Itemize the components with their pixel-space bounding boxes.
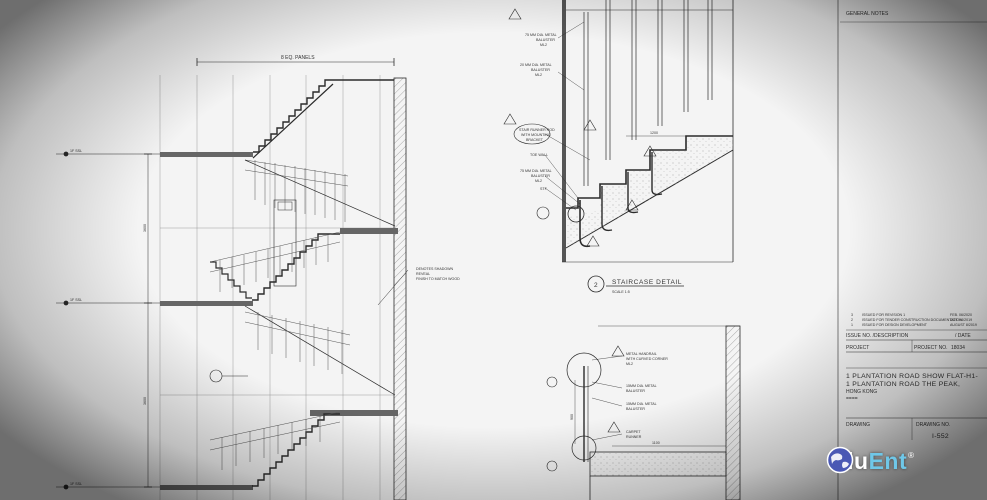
svg-text:75 MM DIA. METAL: 75 MM DIA. METAL <box>520 169 552 173</box>
svg-text:15MM DIA. METAL: 15MM DIA. METAL <box>626 384 657 388</box>
detail-dim: 1200 <box>650 131 658 135</box>
brand-registered-mark: ® <box>908 450 915 460</box>
svg-text:DENOTES SHADOWN: DENOTES SHADOWN <box>416 267 454 271</box>
svg-text:TOE WALL: TOE WALL <box>530 153 548 157</box>
drawing-no-label: DRAWING NO. <box>916 422 950 428</box>
svg-text:1: 1 <box>851 323 853 327</box>
svg-text:2: 2 <box>851 318 853 322</box>
svg-text:BRACKET: BRACKET <box>526 138 544 142</box>
handrail-dim-a: 1100 <box>652 441 660 445</box>
svg-text:15MM DIA. METAL: 15MM DIA. METAL <box>626 402 657 406</box>
svg-text:ML2: ML2 <box>540 43 547 47</box>
level-label-c: 1F SSL <box>70 482 82 486</box>
project-label: PROJECT <box>846 345 869 351</box>
svg-text:CARPET: CARPET <box>626 430 641 434</box>
svg-text:WITH MOUNTING: WITH MOUNTING <box>521 133 551 137</box>
svg-text:FEB. 06/2020: FEB. 06/2020 <box>950 313 972 317</box>
svg-text:ISSUED FOR TENDER CONSTRUCTION: ISSUED FOR TENDER CONSTRUCTION DOCUMENTA… <box>862 318 962 322</box>
svg-text:STF: STF <box>540 187 548 191</box>
stair-railing-c <box>244 311 351 374</box>
project-no: 18034 <box>951 345 965 351</box>
svg-text:BALUSTER: BALUSTER <box>531 68 550 72</box>
address-line-3: HONG KONG <box>846 389 877 395</box>
staircase-detail <box>503 0 734 293</box>
svg-text:BALUSTER: BALUSTER <box>626 407 645 411</box>
svg-text:OCT. 04/2019: OCT. 04/2019 <box>950 318 972 322</box>
concrete-fill <box>600 136 733 230</box>
stair-railing-b <box>209 231 341 292</box>
dim-top-label: 8 EQ. PANELS <box>281 55 315 61</box>
svg-text:ISSUED FOR DESIGN DEVELOPMENT: ISSUED FOR DESIGN DEVELOPMENT <box>862 323 928 327</box>
detail-scale: SCALE 1:5 <box>612 290 630 294</box>
svg-text:ML2: ML2 <box>626 362 633 366</box>
floor-slabs <box>160 152 398 490</box>
level-label-b: 1F SSL <box>70 298 82 302</box>
stair-flight-top <box>253 79 394 153</box>
right-wall <box>393 77 407 500</box>
general-notes-heading: GENERAL NOTES <box>846 11 889 17</box>
section-marker <box>209 369 223 383</box>
svg-text:AUGUST 8/2019: AUGUST 8/2019 <box>950 323 977 327</box>
date-label: / DATE <box>955 333 971 339</box>
svg-text:METAL HANDRAIL: METAL HANDRAIL <box>626 352 657 356</box>
elevation-note: DENOTES SHADOWN REVEAL FINISH TO MATCH W… <box>416 267 460 281</box>
svg-text:3: 3 <box>851 313 853 317</box>
svg-text:75 MM DIA. METAL: 75 MM DIA. METAL <box>525 33 557 37</box>
svg-text:WITH CURVED CORNER: WITH CURVED CORNER <box>626 357 668 361</box>
handrail-dim-b: 900 <box>570 414 574 420</box>
svg-text:ML2: ML2 <box>535 179 542 183</box>
stair-railing-a <box>244 159 349 222</box>
dim-side-b: 3600 <box>143 397 147 405</box>
landing-slab <box>589 451 727 477</box>
svg-text:ISSUED FOR REVISION 1: ISSUED FOR REVISION 1 <box>862 313 905 317</box>
svg-text:BALUSTER: BALUSTER <box>536 38 555 42</box>
svg-text:ML2: ML2 <box>535 73 542 77</box>
dim-side-a: 3600 <box>143 224 147 232</box>
detail-notes: 75 MM DIA. METAL BALUSTER ML2 20 MM DIA.… <box>519 33 557 191</box>
drawing-label: DRAWING <box>846 422 870 428</box>
address-line-2: 1 PLANTATION ROAD THE PEAK, <box>846 381 960 388</box>
svg-text:REVEAL: REVEAL <box>416 272 430 276</box>
svg-text:20 MM DIA. METAL: 20 MM DIA. METAL <box>520 63 552 67</box>
svg-text:FINISH TO MATCH WOOD: FINISH TO MATCH WOOD <box>416 277 460 281</box>
panel-grid <box>159 75 394 500</box>
stair-section <box>56 58 409 500</box>
handrail-notes: METAL HANDRAIL WITH CURVED CORNER ML2 15… <box>626 352 668 439</box>
brand-logo[interactable]: BluEnt ® <box>826 446 914 476</box>
svg-text:RUNNER: RUNNER <box>626 435 642 439</box>
address-line-1: 1 PLANTATION ROAD SHOW FLAT-H1- <box>846 373 978 380</box>
detail-title: STAIRCASE DETAIL <box>612 279 682 286</box>
detail-leaders <box>544 21 591 211</box>
address-line-4: ==== <box>846 396 858 402</box>
project-no-label: PROJECT NO. <box>914 345 948 351</box>
globe-icon <box>826 446 854 474</box>
detail-number: 2 <box>594 282 598 289</box>
svg-text:BALUSTER: BALUSTER <box>626 389 645 393</box>
level-markers <box>56 151 160 490</box>
issue-label: ISSUE NO. /DESCRIPTION <box>846 333 909 339</box>
drawing-no: I-552 <box>932 433 949 440</box>
svg-text:STAIR RUNNER ROD: STAIR RUNNER ROD <box>519 128 555 132</box>
svg-text:BALUSTER: BALUSTER <box>531 174 550 178</box>
revision-list: 3 ISSUED FOR REVISION 1 FEB. 06/2020 2 I… <box>851 313 977 327</box>
level-label-a: 1F SSL <box>70 149 82 153</box>
